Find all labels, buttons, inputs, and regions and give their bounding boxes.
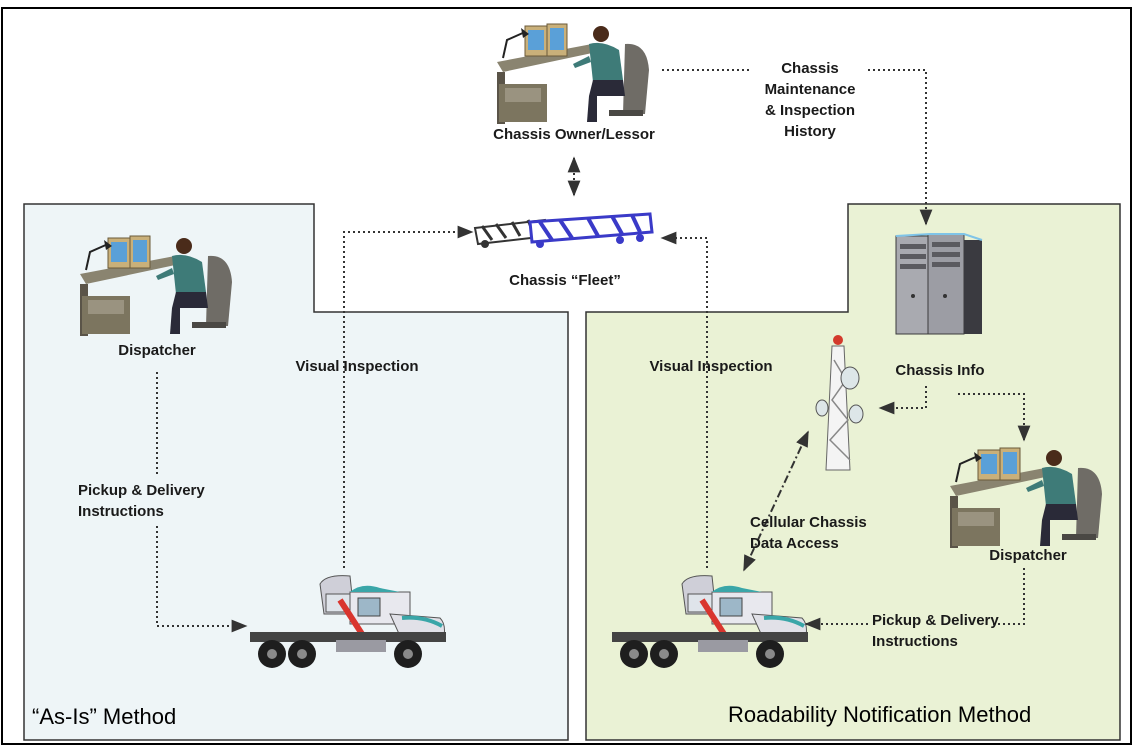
cellular-line: Cellular Chassis [750,514,867,531]
cellular-line: Data Access [750,535,839,552]
left-pickup-arrow [156,526,248,633]
history-label: Chassis Maintenance & Inspection History [752,58,868,142]
right-dispatcher-line [990,568,1025,625]
pickup-line: Instructions [78,503,164,520]
history-line: Maintenance [764,81,856,98]
left-pickup-label: Pickup & Delivery Instructions [78,480,214,522]
cellular-label: Cellular Chassis Data Access [750,512,874,554]
server-dispatcher-arrow [958,393,1031,442]
chassis-trailer-icon [473,212,654,248]
pickup-line: Instructions [872,633,958,650]
right-visual-inspection-label: Visual Inspection [649,358,773,375]
fleet-label: Chassis “Fleet” [509,272,621,289]
cellular-link-arrow [743,430,809,572]
right-pickup-label: Pickup & Delivery Instructions [872,610,1008,652]
roadability-method-title: Roadability Notification Method [728,702,1032,727]
chassis-info-label: Chassis Info [895,362,985,379]
owner-label: Chassis Owner/Lessor [493,126,655,143]
right-visual-inspection-arrow [660,231,708,568]
server-tower-arrow [878,386,927,415]
left-visual-inspection-label: Visual Inspection [295,358,419,375]
history-line: & Inspection [764,102,855,119]
history-line: Chassis [781,60,839,77]
server-icon [895,233,983,335]
history-server-arrow [868,69,933,226]
cell-tower-icon [815,335,864,471]
as-is-method-title: “As-Is” Method [32,704,177,729]
history-line: History [784,123,836,140]
left-dispatcher-label: Dispatcher [118,342,196,359]
left-visual-inspection-arrow [343,225,474,568]
as-is-panel [23,203,569,741]
pickup-line: Pickup & Delivery [78,482,205,499]
right-dispatcher-label: Dispatcher [989,547,1067,564]
pickup-line: Pickup & Delivery [872,612,999,629]
